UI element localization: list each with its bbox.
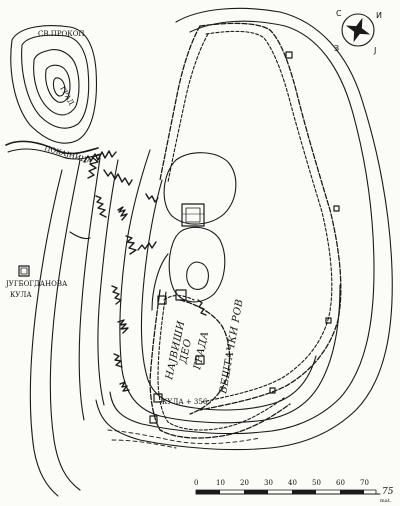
tower-jug-bogdan [18,265,30,277]
label-lower-side: ВЕШТАЧКИ РОВ [218,298,246,395]
label-tower-left: ЈУГБОГДАНОВА [5,280,68,288]
scale-tick-60: 60 [336,479,345,487]
inset-top-label: СВ.ПРОКОП [38,30,85,38]
label-tower-elevation: КУЛА + 356 [162,398,208,406]
compass-west: З [334,44,339,53]
scale-tick-50: 50 [312,479,321,487]
tower-gate [195,355,205,365]
scale-tick-20: 20 [240,479,249,487]
towers [18,51,340,424]
inset-bottom-label: ПОКАЈНИЦА [43,144,93,165]
label-tower-left-2: КУЛА [10,291,32,299]
cliff-hatching [83,150,207,392]
scale-unit-label: mat. [380,498,392,504]
scale-tick-labels: 0 10 20 30 40 50 60 70 [194,479,369,487]
label-upper-town-2: ДЕО [178,338,194,366]
inset-locator-map: СВ.ПРОКОП ГРАД ПОКАЈНИЦА [5,25,101,166]
scale-tick-70: 70 [360,479,369,487]
compass-star-icon [345,17,371,43]
scale-tick-10: 10 [216,479,225,487]
tower-south [153,393,163,403]
compass-south: Ј [373,46,376,55]
scale-tick-0: 0 [194,479,198,487]
tower-upper [181,203,205,227]
tower-west [157,295,167,305]
scale-bar: 0 10 20 30 40 50 60 70 75 mat. [194,479,394,504]
label-upper-town-3: ГРАДА [192,330,211,372]
scale-tick-40: 40 [288,479,297,487]
scale-tick-30: 30 [264,479,273,487]
scale-end-label: 75 [382,487,394,497]
compass-north: С [336,9,342,18]
compass-east: И [376,11,382,20]
tower-middle [175,289,187,301]
compass-rose: С И Ј З [334,9,382,55]
outer-contours [29,7,393,497]
fortress-walls [107,22,342,449]
